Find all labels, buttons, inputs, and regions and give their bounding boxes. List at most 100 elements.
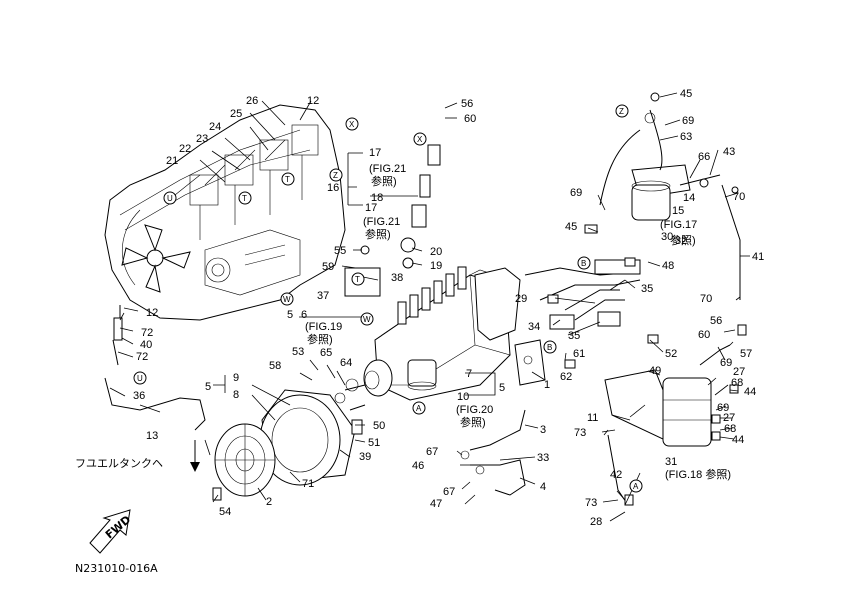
bubble-z: Z bbox=[329, 168, 343, 182]
bubble-b: B bbox=[543, 340, 557, 354]
svg-text:T: T bbox=[285, 175, 290, 184]
callout-34: 34 bbox=[528, 321, 540, 333]
callout-11: 11 bbox=[587, 412, 598, 424]
svg-text:B: B bbox=[547, 343, 552, 352]
callout-31: 31 bbox=[665, 456, 677, 468]
callout-73: 73 bbox=[585, 497, 597, 509]
timing-gear-drawing bbox=[214, 389, 356, 497]
bubble-x: X bbox=[345, 117, 359, 131]
callout-9: 9 bbox=[233, 372, 239, 384]
small-fittings-drawing bbox=[212, 92, 747, 506]
fig17-reference: (FIG.17 bbox=[660, 219, 697, 231]
callout-29: 29 bbox=[515, 293, 527, 305]
callout-13: 13 bbox=[146, 430, 158, 442]
bubble-t: T bbox=[281, 172, 295, 186]
callout-60: 60 bbox=[698, 329, 710, 341]
fig21-reference-suffix: 参照) bbox=[371, 174, 397, 188]
svg-text:B: B bbox=[581, 259, 586, 268]
callout-73: 73 bbox=[574, 427, 586, 439]
callout-43: 43 bbox=[723, 146, 735, 158]
injection-pump-drawing bbox=[363, 266, 521, 401]
callout-48: 48 bbox=[662, 260, 674, 272]
callout-8: 8 bbox=[233, 389, 239, 401]
leak-off-pipe-drawing bbox=[460, 409, 526, 496]
svg-text:T: T bbox=[242, 194, 247, 203]
callout-12: 12 bbox=[307, 95, 319, 107]
callout-69: 69 bbox=[720, 357, 732, 369]
callout-17: 17 bbox=[369, 147, 381, 159]
callout-41: 41 bbox=[752, 251, 764, 263]
callout-49: 49 bbox=[649, 365, 661, 377]
svg-text:U: U bbox=[137, 374, 143, 383]
callout-4: 4 bbox=[540, 481, 546, 493]
drawing-number: N231010-016A bbox=[75, 562, 158, 575]
callout-59: 59 bbox=[322, 261, 334, 273]
callout-55: 55 bbox=[334, 245, 346, 257]
callout-40: 40 bbox=[140, 339, 152, 351]
svg-text:X: X bbox=[417, 135, 423, 144]
fig20-reference: (FIG.20 bbox=[456, 404, 493, 416]
callout-10: 10 bbox=[457, 391, 469, 403]
bubble-b: B bbox=[577, 256, 591, 270]
callout-58: 58 bbox=[269, 360, 281, 372]
callout-28: 28 bbox=[590, 516, 602, 528]
callout-53: 53 bbox=[292, 346, 304, 358]
bubble-x: X bbox=[413, 132, 427, 146]
svg-text:W: W bbox=[283, 295, 291, 304]
callout-51: 51 bbox=[368, 437, 380, 449]
injection-pipes-drawing bbox=[524, 259, 641, 330]
callout-63: 63 bbox=[680, 131, 692, 143]
callout-70: 70 bbox=[733, 191, 745, 203]
callout-22: 22 bbox=[179, 143, 191, 155]
callout-16: 16 bbox=[327, 182, 339, 194]
callout-38: 38 bbox=[391, 272, 403, 284]
callout-54: 54 bbox=[219, 506, 231, 518]
callout-67: 67 bbox=[426, 446, 438, 458]
bubble-t: T bbox=[238, 191, 252, 205]
connection-bubbles: X X Z Z U U T T T W W B B A A bbox=[133, 104, 643, 493]
callout-64: 64 bbox=[340, 357, 352, 369]
callout-26: 26 bbox=[246, 95, 258, 107]
callout-46: 46 bbox=[412, 460, 424, 472]
bubble-w: W bbox=[360, 312, 374, 326]
fig17-reference-suffix: 参照) bbox=[670, 233, 696, 247]
callout-35: 35 bbox=[568, 330, 580, 342]
callout-60: 60 bbox=[464, 113, 476, 125]
svg-text:U: U bbox=[167, 194, 173, 203]
svg-text:W: W bbox=[363, 315, 371, 324]
callout-12: 12 bbox=[146, 307, 158, 319]
callout-42: 42 bbox=[610, 469, 622, 481]
callout-56: 56 bbox=[461, 98, 473, 110]
callout-7: 7 bbox=[466, 368, 472, 380]
bubble-t: T bbox=[351, 272, 365, 286]
callout-32: 32 bbox=[675, 235, 687, 247]
svg-text:Z: Z bbox=[619, 107, 624, 116]
fuel-return-pipe-drawing bbox=[104, 305, 206, 431]
callout-numbers: 1 2 3 4 5 5 5 6 7 8 9 10 11 12 12 13 14 … bbox=[133, 88, 764, 528]
callout-68: 68 bbox=[724, 423, 736, 435]
callout-20: 20 bbox=[430, 246, 442, 258]
callout-19: 19 bbox=[430, 260, 442, 272]
bubble-a: A bbox=[412, 401, 426, 415]
fig20-reference-suffix: 参照) bbox=[460, 415, 486, 429]
callout-62: 62 bbox=[560, 371, 572, 383]
fig19-reference-suffix: 参照) bbox=[307, 332, 333, 346]
callout-45: 45 bbox=[565, 221, 577, 233]
callout-47: 47 bbox=[430, 498, 442, 510]
water-separator-drawing bbox=[604, 344, 731, 506]
svg-text:Z: Z bbox=[333, 171, 338, 180]
leader-lines bbox=[109, 92, 750, 522]
callout-36: 36 bbox=[133, 390, 145, 402]
fig19-reference: (FIG.19 bbox=[305, 321, 342, 333]
callout-35: 35 bbox=[641, 283, 653, 295]
bubble-z: Z bbox=[615, 104, 629, 118]
callout-57: 57 bbox=[740, 348, 752, 360]
callout-1: 1 bbox=[544, 379, 550, 391]
callout-72: 72 bbox=[136, 351, 148, 363]
callout-27: 27 bbox=[733, 366, 745, 378]
callout-66: 66 bbox=[698, 151, 710, 163]
fuel-tank-note: フユエルタンクヘ bbox=[75, 457, 163, 470]
callout-30: 30 bbox=[661, 231, 673, 243]
callout-37: 37 bbox=[317, 290, 329, 302]
